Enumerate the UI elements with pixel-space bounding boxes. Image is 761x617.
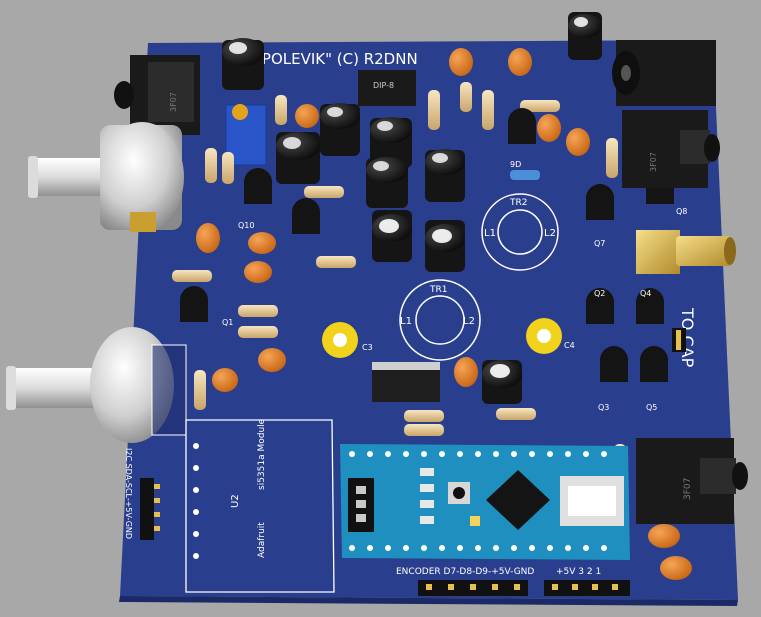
trimmer-cap-c3[interactable]: C3 <box>322 322 373 358</box>
trim-pot[interactable] <box>225 104 267 166</box>
c4-label: C4 <box>564 341 575 350</box>
label-q1: Q1 <box>222 318 233 327</box>
voltage-regulator <box>372 362 440 402</box>
module-u2: U2 <box>230 494 241 508</box>
encoder-knob-icon[interactable] <box>6 327 187 443</box>
trimmer-cap-c4[interactable]: C4 <box>526 318 575 354</box>
electrolytic-capacitor-icon <box>425 149 465 202</box>
arduino-nano-icon[interactable] <box>340 444 630 560</box>
electrolytic-capacitor-icon <box>568 12 602 60</box>
tr1-l2: L2 <box>463 316 475 327</box>
module-vendor: Adafruit <box>257 522 267 558</box>
audio-jack-icon: 3F07 <box>622 110 720 188</box>
tr1-l1: L1 <box>400 316 412 327</box>
i2c-header-label: I2C SDA-SCL-+5V-GND <box>124 448 133 539</box>
encoder-header-label: ENCODER D7-D8-D9-+5V-GND <box>396 567 534 577</box>
electrolytic-capacitor-icon <box>320 103 360 156</box>
electrolytic-capacitor-icon <box>222 38 264 90</box>
encoder-knob-icon[interactable] <box>28 122 184 232</box>
label-q8: Q8 <box>676 207 687 216</box>
to-cap-label: TO CAP <box>678 307 697 368</box>
audio-jack-icon: 3F07 <box>114 55 200 135</box>
label-q4: Q4 <box>640 289 651 298</box>
dip8-ic: DIP-8 <box>358 70 416 106</box>
jack-marking-right-top: 3F07 <box>649 152 658 172</box>
tr2-l2: L2 <box>544 228 556 239</box>
label-q7: Q7 <box>594 239 605 248</box>
electrolytic-capacitor-icon <box>366 157 408 208</box>
tr1-label: TR1 <box>429 285 447 295</box>
sma-connector-icon[interactable] <box>636 230 736 274</box>
ic-label: DIP-8 <box>373 81 394 90</box>
ceramic-capacitor-icon <box>196 48 692 580</box>
pin-header-icon[interactable] <box>544 580 630 596</box>
dc-jack-icon <box>612 40 716 106</box>
jack-marking-left: 3F07 <box>169 92 178 112</box>
label-9d: 9D <box>510 160 521 169</box>
label-q10: Q10 <box>238 221 254 230</box>
tr2-l1: L1 <box>484 228 496 239</box>
electrolytic-capacitor-icon <box>482 360 522 404</box>
pin-header-icon[interactable] <box>418 580 528 596</box>
pin-header-icon[interactable] <box>672 328 686 352</box>
pin-header-icon[interactable] <box>140 478 160 540</box>
electrolytic-capacitor-icon <box>425 220 465 272</box>
board-title: "POLEVIK" (C) R2DNN <box>255 50 418 68</box>
resistor-icon <box>172 82 626 478</box>
right-header-label: +5V 3 2 1 <box>556 567 601 577</box>
electrolytic-capacitor-icon <box>372 210 412 262</box>
label-q5: Q5 <box>646 403 657 412</box>
c3-label: C3 <box>362 343 373 352</box>
label-q2: Q2 <box>594 289 605 298</box>
tr2-label: TR2 <box>509 198 527 208</box>
toroid-icon: TR2 L1 L2 <box>481 193 559 271</box>
module-name: si5351a Module <box>257 418 267 490</box>
pcb-board-edge <box>119 596 738 606</box>
label-q3: Q3 <box>598 403 609 412</box>
jack-marking-right-bottom: 3F07 <box>683 478 693 500</box>
toroid-icon: TR1 L1 L2 <box>399 279 481 361</box>
electrolytic-capacitor-icon <box>370 117 412 168</box>
si5351-module: U2 si5351a Module Adafruit <box>185 418 335 593</box>
audio-jack-icon: 3F07 <box>636 438 748 524</box>
electrolytic-capacitor-icon <box>276 132 320 184</box>
